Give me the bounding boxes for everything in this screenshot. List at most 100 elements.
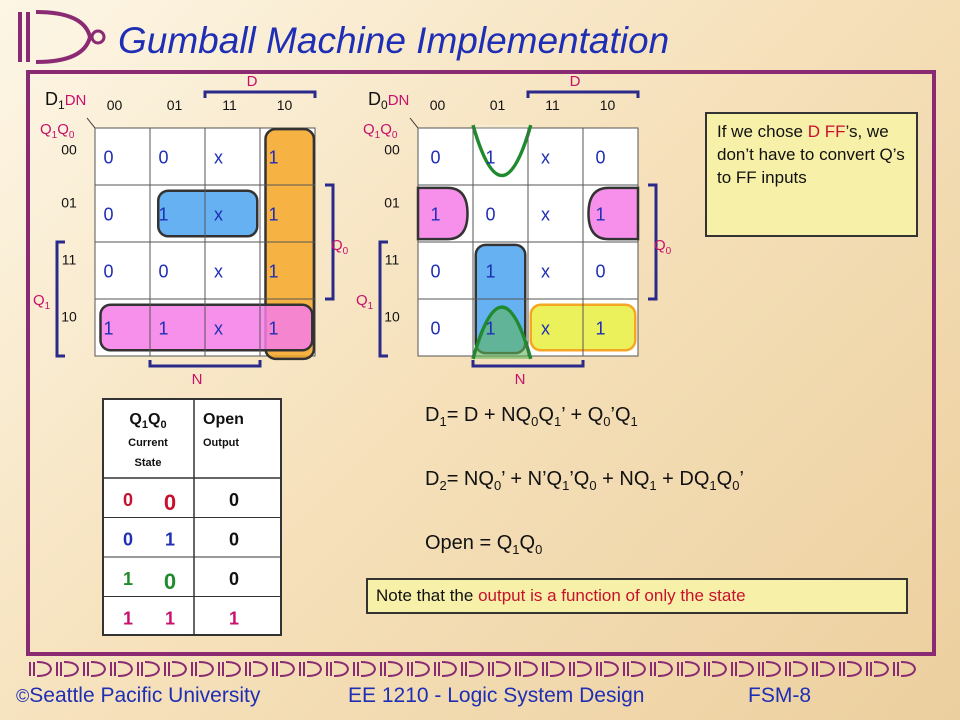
truth-r2-q1: 1 [123,569,133,589]
eq1-p8: ’Q [610,404,631,426]
corner-label-left: Q1Q0 [363,121,398,141]
label-N: N [192,371,203,388]
note-text-after: ’s, we don’t have to convert Q’s to FF i… [717,122,905,187]
bracket-bottom [148,360,262,368]
truth-head-open: Open [203,411,244,428]
bracket-bottom [471,360,585,368]
col-header: 10 [600,97,616,113]
eq3-p3: 0 [535,542,543,557]
cell-D1-r1-c2: x [214,205,223,225]
group-blue [157,189,259,238]
equation-open: Open = Q1Q0 [425,532,542,557]
col-header: 01 [490,97,506,113]
eq2-p1: 2 [439,478,447,493]
eq1-p4: Q [538,404,554,426]
cell-D0-r1-c1: 0 [485,205,495,225]
cell-D1-r2-c0: 0 [103,262,113,282]
eq2-p9: 1 [649,478,657,493]
row-header: 10 [61,309,77,325]
truth-r0-open: 0 [229,490,239,510]
cell-D0-r0-c0: 0 [430,148,440,168]
note-box: If we chose D FF’s, we don’t have to con… [705,112,918,237]
group-pink-row10 [99,303,314,352]
row-header: 10 [384,309,400,325]
cell-D1-r2-c1: 0 [158,262,168,282]
label-N: N [515,371,526,388]
label-Q0: Q0 [654,237,672,257]
corner-diagonal [86,117,96,129]
truth-r2-q0: 0 [164,569,176,594]
eq2-p8: + NQ [596,468,650,490]
footnote-box: Note that the output is a function of on… [366,578,908,614]
cell-D0-r0-c1: 1 [485,148,495,168]
eq1-p7: 0 [603,414,611,429]
row-header: 01 [384,195,400,211]
eq3-p0: Open = Q [425,532,513,554]
logo-icon [18,10,106,64]
page-title: Gumball Machine Implementation [118,20,670,61]
label-Q1: Q1 [33,292,51,312]
eq2-p12: Q [716,468,733,490]
cell-D1-r3-c3: 1 [268,319,278,339]
bracket-top [203,90,317,98]
label-D: D [247,73,258,90]
eq2-p7: 0 [589,478,597,493]
label-Q1: Q1 [356,292,374,312]
col-header: 10 [277,97,293,113]
bracket-left [378,240,388,358]
label-D: D [570,73,581,90]
eq3-p2: Q [519,532,536,554]
group-green-bottom [471,305,533,360]
bracket-right [648,183,658,301]
eq1-p9: 1 [630,414,638,429]
truth-head-current: Current [128,437,168,449]
cell-D0-r1-c2: x [541,205,550,225]
footer-course: EE 1210 - Logic System Design [348,684,645,707]
footer-slide-number: FSM-8 [748,684,811,707]
group-orange-col10 [264,127,316,361]
note-text-d: D FF [807,122,846,141]
cell-D1-r1-c1: 1 [158,205,168,225]
cell-D0-r3-c1: 1 [485,319,495,339]
eq1-p5: 1 [553,414,562,429]
eq1-p3: 0 [531,414,539,429]
truth-r0-q1: 0 [123,490,133,510]
bracket-left [55,240,65,358]
eq1-p2: = D + NQ [446,404,532,426]
cell-D1-r0-c1: 0 [158,148,168,168]
logo-strip-decoration [29,661,917,677]
corner-label-left: Q1Q0 [40,121,75,141]
row-header: 00 [384,142,400,158]
col-header: 11 [545,97,560,113]
cell-D0-r1-c0: 1 [430,205,440,225]
cell-D1-r1-c3: 1 [268,205,278,225]
truth-r3-q1: 1 [123,609,133,629]
footnote-red: output is a function of only the state [478,586,746,605]
row-header: 11 [62,252,77,268]
cell-D0-r3-c3: 1 [595,319,605,339]
cell-D1-r2-c2: x [214,262,223,282]
truth-r2-open: 0 [229,569,239,589]
cell-D1-r3-c1: 1 [158,319,168,339]
bracket-right [325,183,335,301]
cell-D0-r2-c2: x [541,262,550,282]
label-Q0: Q0 [331,237,349,257]
copyright-icon: © [16,686,30,706]
corner-label-top: D0DN [368,89,409,112]
footer-university-text: Seattle Pacific University [29,684,261,707]
cell-D1-r2-c3: 1 [268,262,278,282]
cell-D1-r3-c2: x [214,319,223,339]
col-header: 11 [222,97,237,113]
truth-r3-open: 1 [229,609,239,629]
eq2-p4: ’ + N’Q [501,468,563,490]
row-header: 00 [61,142,77,158]
eq2-p10: + DQ [656,468,710,490]
col-header: 00 [107,97,123,113]
cell-D1-r0-c2: x [214,148,223,168]
eq1-p6: ’ + Q [561,404,604,426]
col-header: 00 [430,97,446,113]
eq1-p1: 1 [439,414,447,429]
